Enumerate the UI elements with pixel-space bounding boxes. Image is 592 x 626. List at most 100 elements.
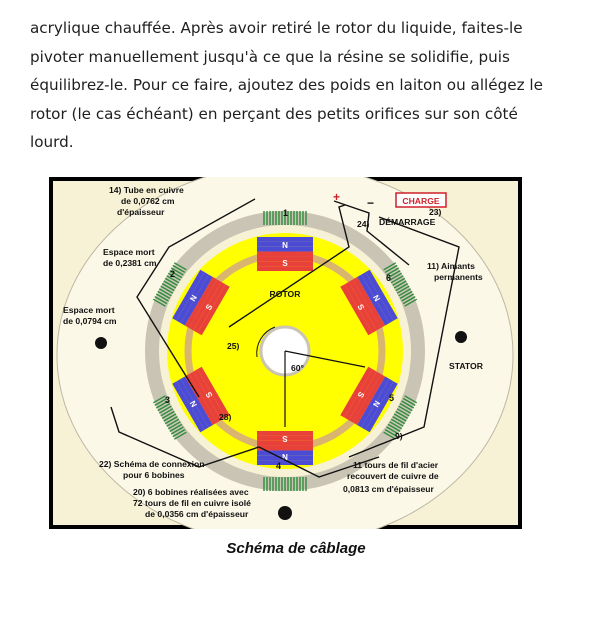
coils-label-2: 72 tours de fil en cuivre isolé — [133, 498, 251, 508]
coil-winding — [386, 426, 400, 435]
coil-winding — [157, 290, 171, 299]
body-paragraph: acrylique chauffée. Après avoir retiré l… — [30, 14, 570, 157]
coil-winding — [167, 272, 181, 281]
wiring-triangles — [110, 198, 460, 478]
coil-winding — [163, 280, 177, 289]
magnet-stripe — [176, 378, 209, 430]
coil-number-3: 3 — [165, 395, 170, 405]
label-23: 23) — [429, 207, 442, 217]
magnet-stripe — [176, 272, 209, 324]
coil-winding — [398, 288, 412, 297]
magnet-stripe — [193, 369, 226, 421]
magnet: NS — [257, 431, 313, 465]
magnet-stripe — [172, 269, 205, 321]
rotor-label: ROTOR — [270, 289, 302, 299]
coil — [263, 211, 307, 225]
coil-winding — [169, 423, 183, 432]
magnet-stripe — [257, 266, 313, 271]
rotation-arrow — [256, 326, 276, 358]
coil-winding — [383, 431, 397, 440]
steel-wire-label-2: recouvert de cuivre de — [347, 471, 439, 481]
coil-winding — [399, 290, 413, 299]
dead-space-2-label-2: de 0,0794 cm — [63, 316, 117, 326]
coil-winding — [172, 428, 186, 438]
dead-space-2-label-1: Espace mort — [63, 305, 115, 315]
label-9: 9) — [395, 431, 403, 441]
coils-label-1: 20) 6 bobines réalisées avec — [133, 487, 249, 497]
magnet-south-label: S — [282, 434, 288, 443]
magnet-stripe — [257, 460, 313, 465]
scheme-label-2: pour 6 bobines — [123, 470, 185, 480]
coil-winding — [402, 295, 416, 305]
coil-winding — [389, 272, 403, 281]
coil-winding — [390, 275, 404, 284]
magnet-stripe — [365, 381, 398, 433]
scheme-label-1: 22) Schéma de connexion — [99, 459, 205, 469]
coil-number-6: 6 — [386, 273, 391, 283]
wire-triangle-right — [348, 216, 460, 458]
coil-winding — [387, 423, 401, 432]
coil-winding — [155, 400, 169, 409]
coils-label-3: de 0,0356 cm d'épaisseur — [145, 509, 249, 519]
tube-label-3: d'épaisseur — [117, 207, 165, 217]
minus-sign: − — [367, 196, 374, 210]
magnet-stripe — [193, 281, 226, 333]
magnet-stripe — [357, 274, 390, 326]
label-28: 28) — [219, 412, 232, 422]
magnet-stripe — [340, 366, 373, 418]
coil-winding — [395, 282, 409, 292]
coil — [383, 395, 418, 440]
magnet-stripe — [257, 450, 313, 456]
magnet-stripe — [340, 284, 373, 336]
magnet-north-label: N — [188, 399, 199, 409]
magnet: NS — [257, 237, 313, 271]
coil-winding — [395, 410, 409, 420]
magnet-stripe — [257, 431, 313, 436]
plus-sign: + — [333, 190, 340, 204]
magnet-stripe — [361, 378, 394, 430]
coil-winding — [384, 264, 398, 274]
coil-winding — [154, 397, 168, 407]
magnet-north-label: N — [282, 452, 288, 461]
coil-winding — [401, 400, 415, 409]
mount-hole-right — [455, 331, 467, 343]
magnet-stripe — [197, 284, 230, 336]
paragraph-line: acrylique chauffée. Après avoir retiré l… — [30, 19, 523, 37]
steel-wire-label-1: 11 tours de fil d'acier — [353, 460, 439, 470]
wire-charge — [228, 204, 350, 328]
magnet-stripe — [257, 237, 313, 242]
dead-space-1-label-1: Espace mort — [103, 247, 155, 257]
coil — [263, 477, 307, 491]
coil-number-4: 4 — [276, 461, 281, 471]
coil-winding — [158, 405, 172, 414]
coil-winding — [402, 397, 416, 407]
coil-winding — [398, 405, 412, 414]
coil-winding — [396, 285, 410, 294]
coil-winding — [392, 415, 406, 425]
coil-winding — [383, 262, 397, 271]
magnet: NS — [340, 269, 398, 336]
magnet: NS — [172, 269, 230, 336]
coil-winding — [161, 410, 175, 420]
magnet-stripe — [189, 279, 222, 331]
magnet-south-label: S — [355, 390, 366, 400]
coil-winding — [404, 395, 418, 404]
coil-winding — [166, 418, 180, 427]
coil-winding — [152, 395, 166, 404]
figure-caption: Schéma de câblage — [226, 540, 366, 557]
magnet-north-label: N — [371, 293, 382, 303]
angle-label: 60° — [291, 363, 305, 373]
coil-winding — [155, 293, 169, 302]
magnet-stripe — [257, 445, 313, 451]
magnet-stripe — [344, 281, 377, 333]
magnet-stripe — [257, 246, 313, 252]
magnet-south-label: S — [204, 302, 215, 312]
coil-winding — [384, 428, 398, 438]
magnet-stripe — [361, 272, 394, 324]
magnet: NS — [340, 366, 398, 433]
coil-winding — [389, 421, 403, 430]
magnet-stripe — [257, 455, 313, 461]
